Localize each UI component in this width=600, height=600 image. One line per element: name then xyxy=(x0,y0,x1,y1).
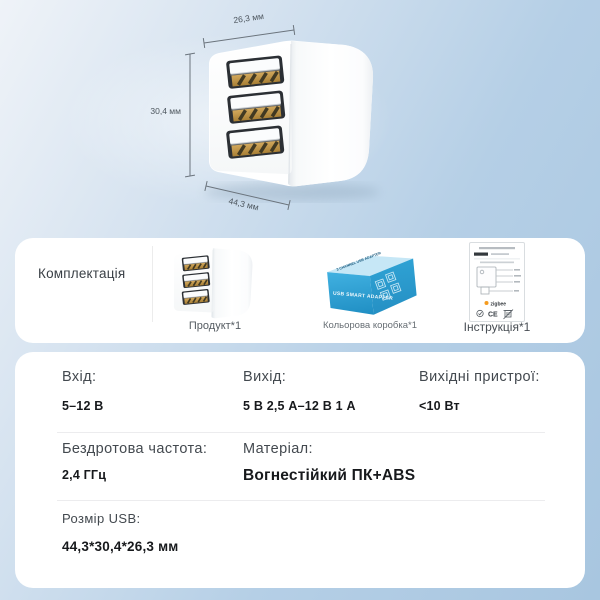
ce-mark: CE xyxy=(488,312,498,319)
spec-wireless-frequency: Бездротова частота: 2,4 ГГц xyxy=(62,440,207,482)
kit-instruction-image: zigbee CE xyxy=(469,242,525,322)
spec-label: Вхід: xyxy=(62,369,97,385)
spec-value: 5–12 В xyxy=(62,399,104,413)
kit-item-caption: Продукт*1 xyxy=(188,320,242,332)
hero-product-render: 26,3 мм 30,4 мм 44,3 мм xyxy=(150,11,380,212)
kit-item-caption: Кольорова коробка*1 xyxy=(323,320,417,331)
dimension-lines xyxy=(184,24,296,210)
package-contents-card: Комплектація 3 CHANNEL USB ADAPTER USB S… xyxy=(15,238,585,343)
kit-title: Комплектація xyxy=(38,266,126,281)
spec-value: 2,4 ГГц xyxy=(62,468,107,482)
spec-output-devices: Вихідні пристрої: <10 Вт xyxy=(419,368,540,413)
zigbee-logo-icon xyxy=(484,301,489,305)
spec-label: Розмір USB: xyxy=(62,511,141,526)
specifications-card: Вхід: 5–12 В Вихід: 5 В 2,5 А–12 В 1 А В… xyxy=(15,352,585,588)
spec-material: Матеріал: Вогнестійкий ПК+ABS xyxy=(243,440,415,485)
spec-output: Вихід: 5 В 2,5 А–12 В 1 А xyxy=(243,368,356,413)
box-side-qr-icons xyxy=(374,271,402,301)
spec-label: Вихідні пристрої: xyxy=(419,369,540,385)
kit-product-image xyxy=(172,247,254,320)
kit-item-caption: Інструкція*1 xyxy=(463,320,531,334)
spec-value: <10 Вт xyxy=(419,399,460,413)
kit-divider xyxy=(152,246,153,322)
spec-input: Вхід: 5–12 В xyxy=(62,368,104,413)
spec-divider xyxy=(57,432,545,433)
dimension-label-width: 26,3 мм xyxy=(233,11,265,25)
rohs-icon xyxy=(476,309,484,318)
spec-value: 5 В 2,5 А–12 В 1 А xyxy=(243,399,356,413)
kit-color-box-image: 3 CHANNEL USB ADAPTER USB SMART ADAPTER xyxy=(327,251,417,315)
weee-bin-icon xyxy=(503,309,514,320)
box-front-text: USB SMART ADAPTER xyxy=(333,291,394,302)
spec-value: Вогнестійкий ПК+ABS xyxy=(243,467,416,484)
dimension-label-height: 30,4 мм xyxy=(150,106,181,116)
spec-value: 44,3*30,4*26,3 мм xyxy=(62,539,179,554)
spec-divider xyxy=(57,500,545,501)
spec-usb-size: Розмір USB: 44,3*30,4*26,3 мм xyxy=(62,510,178,554)
manual-device-diagram xyxy=(476,266,521,295)
spec-label: Матеріал: xyxy=(243,441,313,457)
spec-label: Бездротова частота: xyxy=(62,441,208,457)
zigbee-label: zigbee xyxy=(491,301,507,307)
spec-label: Вихід: xyxy=(243,369,287,385)
